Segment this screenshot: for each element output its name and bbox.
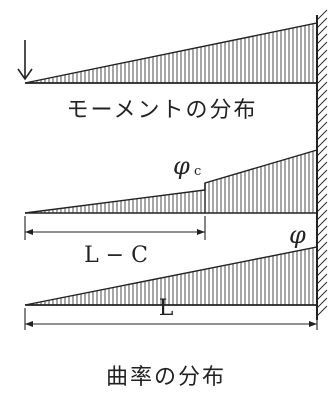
fixed-wall bbox=[316, 9, 328, 320]
curvature-caption: 曲率の分布 bbox=[106, 365, 226, 390]
dimension-l bbox=[24, 308, 318, 330]
dim-l-minus-c-label: L − C bbox=[84, 243, 148, 268]
dim-l-label: L bbox=[159, 296, 174, 321]
moment-diagram bbox=[24, 22, 318, 84]
moment-hatching bbox=[32, 23, 314, 83]
curvature-kinked-hatching bbox=[32, 151, 314, 213]
phi-c-subscript: c bbox=[194, 164, 201, 179]
moment-caption: モーメントの分布 bbox=[66, 98, 257, 123]
curvature-kinked-diagram bbox=[24, 149, 318, 214]
dimension-l-minus-c bbox=[24, 216, 206, 240]
phi-label: φ bbox=[289, 221, 306, 249]
load-arrow bbox=[17, 40, 33, 81]
wall-hatching bbox=[316, 9, 328, 317]
curvature-linear-hatching bbox=[32, 247, 314, 305]
phi-c-label: φ bbox=[173, 152, 190, 180]
